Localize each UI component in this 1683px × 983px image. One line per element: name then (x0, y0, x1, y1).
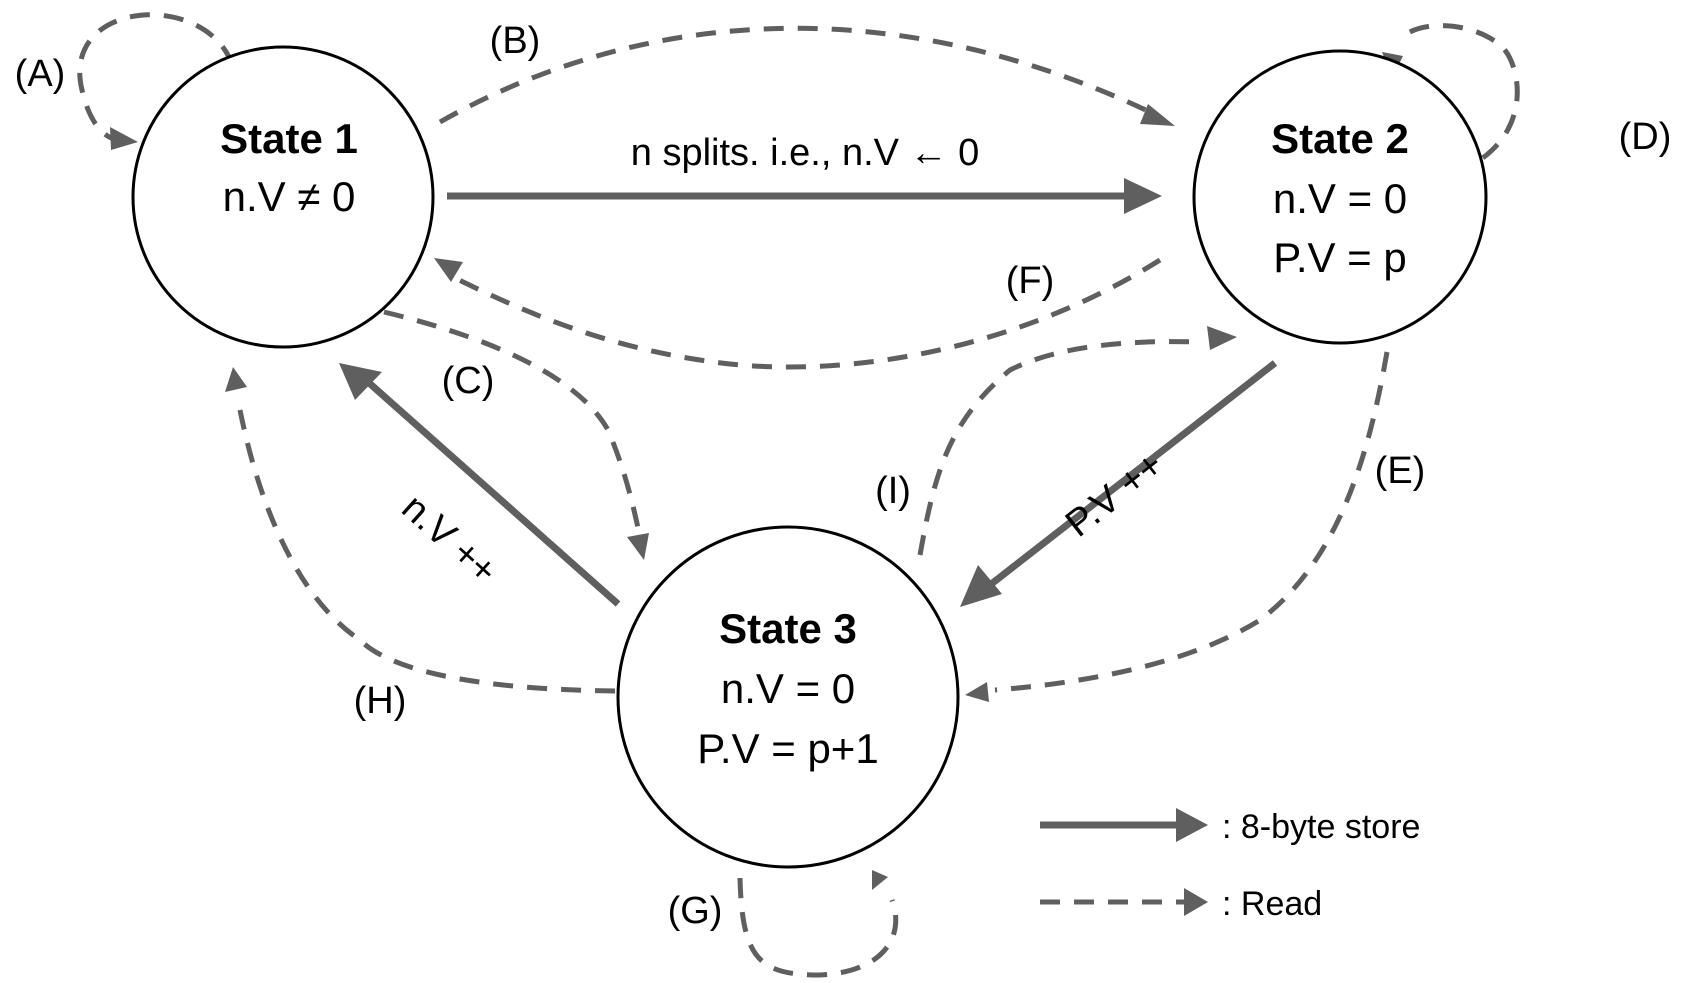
state-1-condition: n.V ≠ 0 (223, 173, 356, 220)
state-3-condition-pv: P.V = p+1 (697, 725, 878, 772)
state-1-node: State 1 n.V ≠ 0 (131, 45, 435, 349)
edge-read-G (737, 870, 899, 978)
edge-label-D: (D) (1619, 116, 1672, 158)
arrowhead-icon (960, 565, 1002, 607)
state-3-circle (616, 525, 960, 869)
arrowhead-icon (1207, 326, 1237, 350)
edge-label-C: (C) (442, 360, 495, 402)
edge-store-1-to-2 (447, 178, 1162, 214)
edge-read-I (917, 326, 1237, 556)
edge-path (77, 12, 235, 143)
edge-read-E (965, 351, 1390, 702)
state-2-title: State 2 (1271, 115, 1409, 162)
arrowhead-icon (627, 533, 649, 560)
edge-path (917, 339, 1201, 556)
state-1-title: State 1 (220, 115, 358, 162)
edge-path (994, 351, 1390, 693)
legend: : 8-byte store : Read (1040, 808, 1420, 923)
state-2-condition-pv: P.V = p (1273, 234, 1407, 281)
edge-line (987, 360, 1278, 588)
state-3-node: State 3 n.V = 0 P.V = p+1 (616, 525, 960, 869)
edge-path (438, 25, 1152, 125)
edge-label-A: (A) (15, 53, 66, 95)
edge-store-3-to-1 (339, 363, 621, 607)
edge-store-2-to-3 (960, 360, 1278, 607)
state-2-circle (1192, 49, 1488, 345)
edge-path (737, 877, 899, 978)
edge-label-store-3-to-1: n.V ++ (394, 487, 505, 593)
edge-read-F (434, 257, 1162, 370)
arrowhead-icon (225, 367, 247, 392)
arrowhead-icon (965, 682, 989, 702)
state-1-circle (131, 45, 435, 349)
legend-read-label: : Read (1222, 885, 1322, 923)
edge-line (365, 379, 621, 607)
edge-read-H (225, 367, 616, 694)
edge-read-A (77, 12, 235, 150)
arrowhead-icon (1124, 178, 1162, 214)
state-2-node: State 2 n.V = 0 P.V = p (1192, 49, 1488, 345)
legend-item-read: : Read (1040, 885, 1322, 923)
edge-label-B: (B) (490, 20, 541, 62)
edge-label-store-1-to-2: n splits. i.e., n.V ← 0 (631, 132, 979, 174)
edge-label-I: (I) (875, 470, 911, 512)
arrowhead-icon (339, 363, 382, 400)
edge-read-C (383, 309, 649, 560)
edge-path (453, 257, 1162, 370)
edge-path (383, 309, 641, 529)
arrowhead-icon (1184, 888, 1208, 916)
state-2-condition-nv: n.V = 0 (1273, 175, 1407, 222)
legend-item-store: : 8-byte store (1040, 808, 1420, 846)
edge-label-G: (G) (668, 890, 723, 932)
arrowhead-icon (1176, 808, 1208, 842)
arrowhead-icon (110, 127, 138, 150)
state-3-condition-nv: n.V = 0 (721, 665, 855, 712)
state-3-title: State 3 (719, 605, 857, 652)
arrowhead-icon (872, 870, 888, 890)
edge-read-B (438, 25, 1175, 126)
edge-label-H: (H) (354, 680, 407, 722)
arrowhead-icon (434, 258, 463, 282)
edge-label-E: (E) (1375, 450, 1426, 492)
legend-store-label: : 8-byte store (1222, 808, 1420, 846)
arrowhead-icon (1140, 104, 1175, 126)
edge-label-F: (F) (1006, 260, 1055, 302)
edge-label-store-2-to-3: P.V ++ (1058, 444, 1172, 546)
